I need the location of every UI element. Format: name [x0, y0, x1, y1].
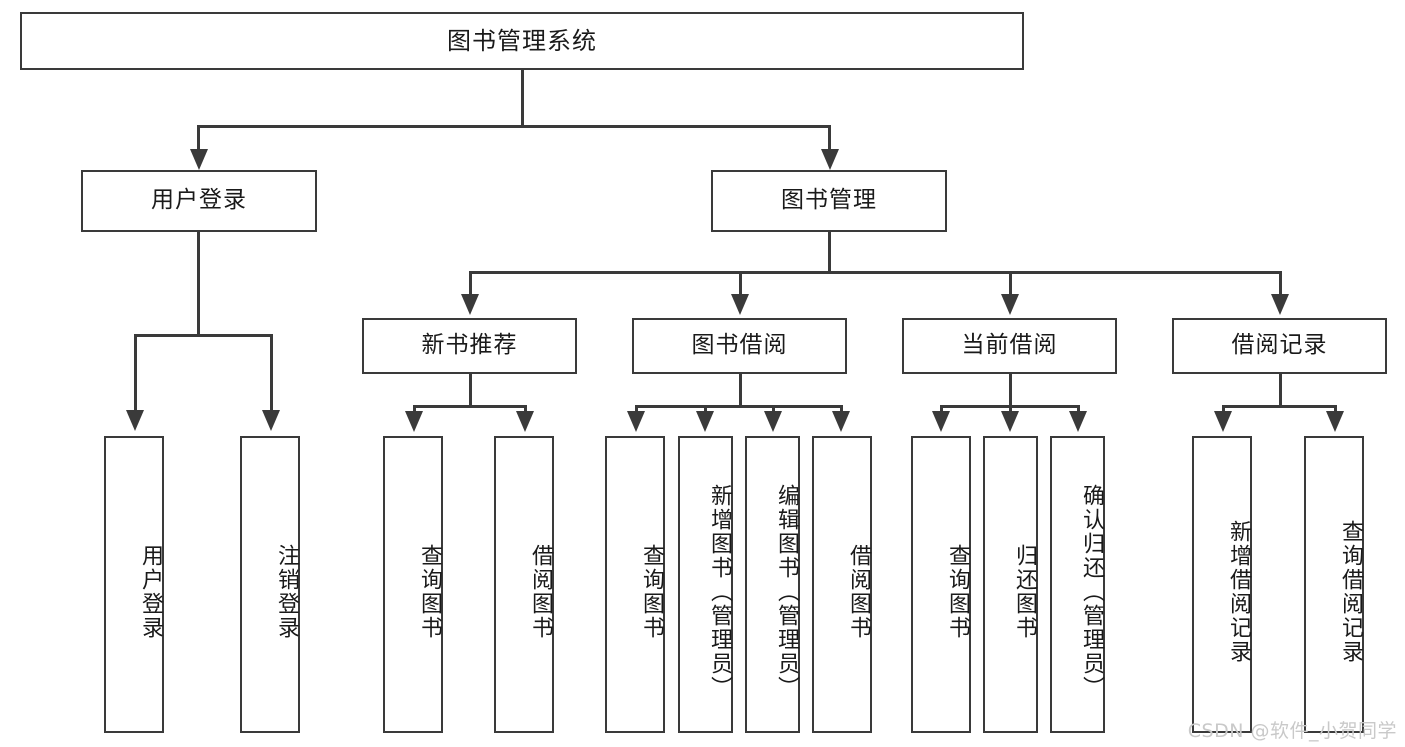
- leaf-current-confirm-return-admin[interactable]: 确认归还（管理员）: [1050, 436, 1105, 733]
- connector-bm-to-recommend: [469, 271, 472, 296]
- connector-current-leaf-1: [940, 405, 943, 413]
- arrow-to-leaf-user-login: [126, 410, 144, 431]
- leaf-logout[interactable]: 注销登录: [240, 436, 300, 733]
- arrow-to-leaf-logout: [262, 410, 280, 431]
- arrow-to-borrow-add: [696, 411, 714, 432]
- leaf-borrow-query-book[interactable]: 查询图书: [605, 436, 665, 733]
- leaf-current-return-book[interactable]: 归还图书: [983, 436, 1038, 733]
- leaf-borrow-add-book-admin[interactable]: 新增图书（管理员）: [678, 436, 733, 733]
- arrow-to-book-manage: [821, 149, 839, 170]
- connector-user-login-bar: [134, 334, 272, 337]
- connector-root-bar: [197, 125, 830, 128]
- connector-borrow-stem: [739, 374, 742, 407]
- connector-bm-to-borrow: [739, 271, 742, 296]
- leaf-record-query[interactable]: 查询借阅记录: [1304, 436, 1364, 733]
- node-user-login[interactable]: 用户登录: [81, 170, 317, 232]
- leaf-user-login[interactable]: 用户登录: [104, 436, 164, 733]
- connector-root-to-user-login: [197, 125, 200, 153]
- connector-book-manage-bar: [469, 271, 1281, 274]
- connector-root-to-book-manage: [828, 125, 831, 153]
- connector-record-leaf-1: [1222, 405, 1225, 413]
- arrow-to-user-login: [190, 149, 208, 170]
- connector-recommend-bar: [413, 405, 527, 408]
- arrow-to-recommend: [461, 294, 479, 315]
- arrow-to-current: [1001, 294, 1019, 315]
- arrow-to-current-return: [1001, 411, 1019, 432]
- connector-user-login-leaf-2: [270, 334, 273, 412]
- node-root-system[interactable]: 图书管理系统: [20, 12, 1024, 70]
- connector-current-stem: [1009, 374, 1012, 407]
- connector-recommend-leaf-2: [524, 405, 527, 413]
- connector-borrow-leaf-3: [772, 405, 775, 413]
- arrow-to-borrow-query: [627, 411, 645, 432]
- arrow-to-borrow-edit: [764, 411, 782, 432]
- connector-borrow-leaf-2: [704, 405, 707, 413]
- connector-book-manage-stem: [828, 232, 831, 274]
- connector-user-login-leaf-1: [134, 334, 137, 412]
- connector-recommend-leaf-1: [413, 405, 416, 413]
- node-book-borrow[interactable]: 图书借阅: [632, 318, 847, 374]
- node-new-book-recommend[interactable]: 新书推荐: [362, 318, 577, 374]
- connector-record-bar: [1222, 405, 1337, 408]
- leaf-borrow-edit-book-admin[interactable]: 编辑图书（管理员）: [745, 436, 800, 733]
- arrow-to-recommend-borrow: [516, 411, 534, 432]
- watermark-text: CSDN @软件_小贺同学: [1187, 720, 1397, 742]
- connector-recommend-stem: [469, 374, 472, 407]
- node-borrow-record[interactable]: 借阅记录: [1172, 318, 1387, 374]
- connector-current-leaf-2: [1009, 405, 1012, 413]
- connector-user-login-stem: [197, 232, 200, 336]
- connector-root-stem: [521, 70, 524, 125]
- leaf-current-query-book[interactable]: 查询图书: [911, 436, 971, 733]
- arrow-to-borrow-lend: [832, 411, 850, 432]
- node-current-borrow[interactable]: 当前借阅: [902, 318, 1117, 374]
- leaf-recommend-query-book[interactable]: 查询图书: [383, 436, 443, 733]
- connector-record-leaf-2: [1334, 405, 1337, 413]
- connector-bm-to-current: [1009, 271, 1012, 296]
- arrow-to-record: [1271, 294, 1289, 315]
- arrow-to-current-confirm: [1069, 411, 1087, 432]
- connector-record-stem: [1279, 374, 1282, 407]
- connector-current-leaf-3: [1077, 405, 1080, 413]
- arrow-to-current-query: [932, 411, 950, 432]
- connector-borrow-bar: [635, 405, 843, 408]
- arrow-to-borrow: [731, 294, 749, 315]
- arrow-to-recommend-query: [405, 411, 423, 432]
- arrow-to-record-query: [1326, 411, 1344, 432]
- leaf-recommend-borrow-book[interactable]: 借阅图书: [494, 436, 554, 733]
- connector-borrow-leaf-1: [635, 405, 638, 413]
- leaf-record-add[interactable]: 新增借阅记录: [1192, 436, 1252, 733]
- connector-borrow-leaf-4: [840, 405, 843, 413]
- arrow-to-record-add: [1214, 411, 1232, 432]
- node-book-management[interactable]: 图书管理: [711, 170, 947, 232]
- connector-bm-to-record: [1279, 271, 1282, 296]
- leaf-borrow-lend-book[interactable]: 借阅图书: [812, 436, 872, 733]
